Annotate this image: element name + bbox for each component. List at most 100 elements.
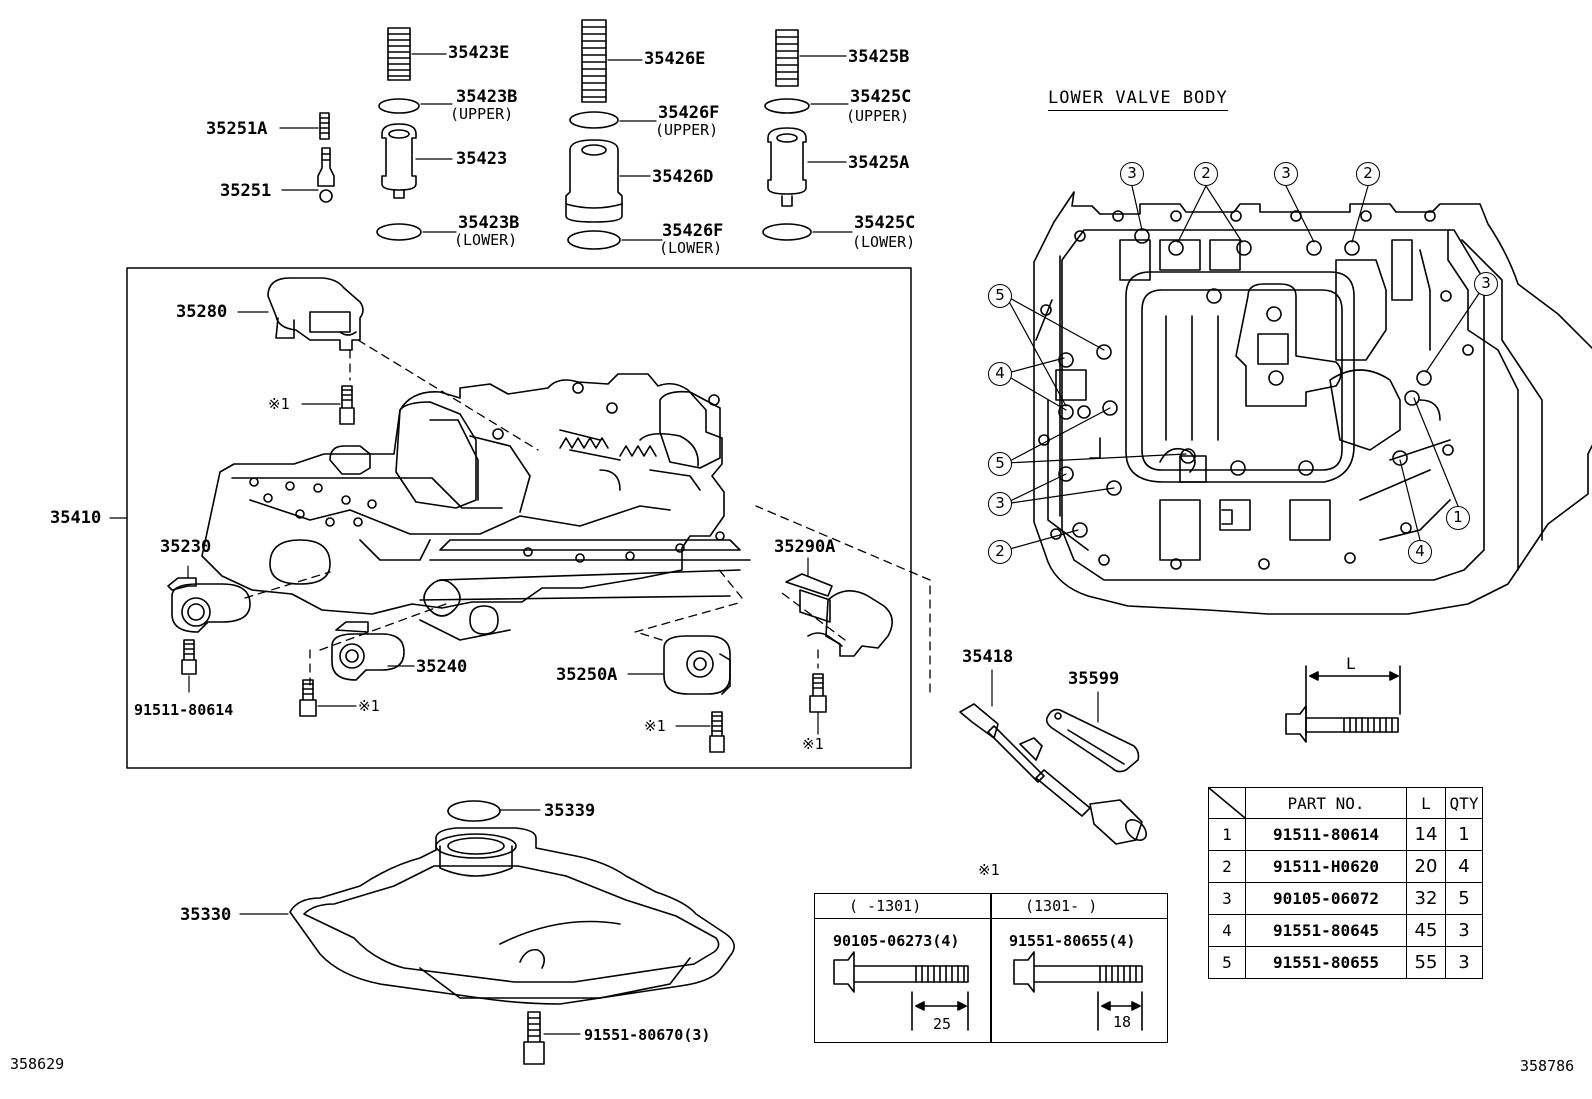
star-box-right-length: 18 xyxy=(1113,1013,1132,1031)
o-ring-35426f-lower xyxy=(567,230,621,250)
table-row: 3 90105-06072 32 5 xyxy=(1208,882,1483,915)
dashed-alignment-lines xyxy=(244,339,931,693)
o-ring-35426f-upper xyxy=(569,111,619,129)
callout-3-right: 3 xyxy=(1474,272,1498,296)
star-box-left-part: 90105-06273(4) xyxy=(833,932,960,950)
pan-bolt-91551-80670 xyxy=(523,1011,545,1065)
solenoid-35250a xyxy=(663,635,731,695)
label-35425c-upper: 35425C xyxy=(850,87,912,107)
label-35290a: 35290A xyxy=(774,537,836,557)
bolt-length-label: L xyxy=(1346,654,1356,673)
callout-5-lower: 5 xyxy=(988,452,1012,476)
label-35425c-upper-sub: (UPPER) xyxy=(846,107,910,125)
label-35423: 35423 xyxy=(456,149,508,169)
bolt-star-right xyxy=(809,673,827,713)
label-star1-right: ※1 xyxy=(802,735,824,753)
label-35330: 35330 xyxy=(180,905,232,925)
label-35425a: 35425A xyxy=(848,153,910,173)
label-star1-bottom: ※1 xyxy=(644,717,666,735)
label-35240: 35240 xyxy=(416,657,468,677)
bolt-91511-80614 xyxy=(181,639,197,675)
label-35426d: 35426D xyxy=(652,167,714,187)
spring-35423e xyxy=(387,27,411,81)
star-box-bolt-right xyxy=(1013,951,1143,1031)
valve-body-35410 xyxy=(201,373,751,641)
solenoid-35230 xyxy=(167,577,251,633)
label-star1-center: ※1 xyxy=(268,395,290,413)
label-35418: 35418 xyxy=(962,647,1014,667)
solenoid-35290a xyxy=(785,573,893,657)
callout-2-top-a: 2 xyxy=(1194,162,1218,186)
callout-4-right: 4 xyxy=(1408,540,1432,564)
label-35423e: 35423E xyxy=(448,43,510,63)
label-35280: 35280 xyxy=(176,302,228,322)
star-box-left-length: 25 xyxy=(933,1015,952,1033)
callout-3-top-b: 3 xyxy=(1274,162,1298,186)
callout-leaders xyxy=(1003,185,1481,551)
leader-lines-top xyxy=(279,53,853,241)
star-box-bolt-left xyxy=(833,951,969,1031)
o-ring-35423b-upper xyxy=(378,98,420,114)
o-ring-35425c-lower xyxy=(762,223,812,241)
bolt-parts-table: PART NO. L QTY 1 91511-80614 14 1 2 9151… xyxy=(1208,787,1483,979)
ref-number-left: 358629 xyxy=(10,1055,65,1073)
gasket-35339 xyxy=(447,800,501,822)
star-box-left-header: ( -1301) xyxy=(849,897,922,915)
table-row: 2 91511-H0620 20 4 xyxy=(1208,850,1483,883)
piston-35423 xyxy=(381,123,417,199)
spring-35426e xyxy=(581,19,607,103)
label-35426f-lower: 35426F xyxy=(662,221,724,241)
oil-pan-35330 xyxy=(289,827,735,1005)
bolt-star-left xyxy=(299,679,317,717)
label-35410: 35410 xyxy=(50,508,102,528)
table-header-row: PART NO. L QTY xyxy=(1208,787,1483,819)
label-35250a: 35250A xyxy=(556,665,618,685)
header-part-no: PART NO. xyxy=(1245,787,1407,819)
star-box-right-header: (1301- ) xyxy=(1025,897,1098,915)
label-35426f-lower-sub: (LOWER) xyxy=(659,239,723,257)
label-35230: 35230 xyxy=(160,537,212,557)
table-row: 1 91511-80614 14 1 xyxy=(1208,818,1483,851)
callout-2-top-b: 2 xyxy=(1356,162,1380,186)
callout-4-left: 4 xyxy=(988,362,1012,386)
label-35426e: 35426E xyxy=(644,49,706,69)
piston-35425a xyxy=(767,127,807,207)
star-bolt-box: ( -1301) (1301- ) 90105-06273(4) 91551-8… xyxy=(814,893,1168,1043)
star-box-title: ※1 xyxy=(978,861,1000,879)
label-35423b-lower-sub: (LOWER) xyxy=(454,231,518,249)
star-box-right-part: 91551-80655(4) xyxy=(1009,932,1136,950)
callout-5-upper: 5 xyxy=(988,284,1012,308)
label-35425c-lower: 35425C xyxy=(854,213,916,233)
table-row: 4 91551-80645 45 3 xyxy=(1208,914,1483,947)
label-35423b-upper-sub: (UPPER) xyxy=(450,105,514,123)
manual-valve-35418 xyxy=(959,703,1147,845)
label-35425c-lower-sub: (LOWER) xyxy=(852,233,916,251)
label-star1-left: ※1 xyxy=(358,697,380,715)
header-qty: QTY xyxy=(1445,787,1483,819)
label-35423b-upper: 35423B xyxy=(456,87,518,107)
label-35425b: 35425B xyxy=(848,47,910,67)
label-35251: 35251 xyxy=(220,181,272,201)
piston-35426d xyxy=(565,139,623,223)
plug-35251a xyxy=(319,112,330,140)
lower-valve-body-title: LOWER VALVE BODY xyxy=(1048,88,1228,111)
callout-3-top-a: 3 xyxy=(1120,162,1144,186)
solenoid-35240 xyxy=(331,621,405,681)
solenoid-35280 xyxy=(267,277,364,351)
o-ring-35423b-lower xyxy=(376,223,422,241)
label-91511-80614: 91511-80614 xyxy=(134,701,234,719)
detent-spring-35599 xyxy=(1045,708,1140,773)
o-ring-35425c-upper xyxy=(764,98,810,114)
label-35251a: 35251A xyxy=(206,119,268,139)
header-length: L xyxy=(1406,787,1446,819)
callout-2-left: 2 xyxy=(988,540,1012,564)
spring-35425b xyxy=(775,29,799,87)
label-35339: 35339 xyxy=(544,801,596,821)
label-35426f-upper-sub: (UPPER) xyxy=(655,121,719,139)
screw-35251 xyxy=(317,147,335,203)
label-35599: 35599 xyxy=(1068,669,1120,689)
label-91551-80670: 91551-80670(3) xyxy=(584,1026,711,1044)
bolt-length-illustration xyxy=(1285,665,1401,743)
bolt-star-bottom xyxy=(709,711,725,753)
